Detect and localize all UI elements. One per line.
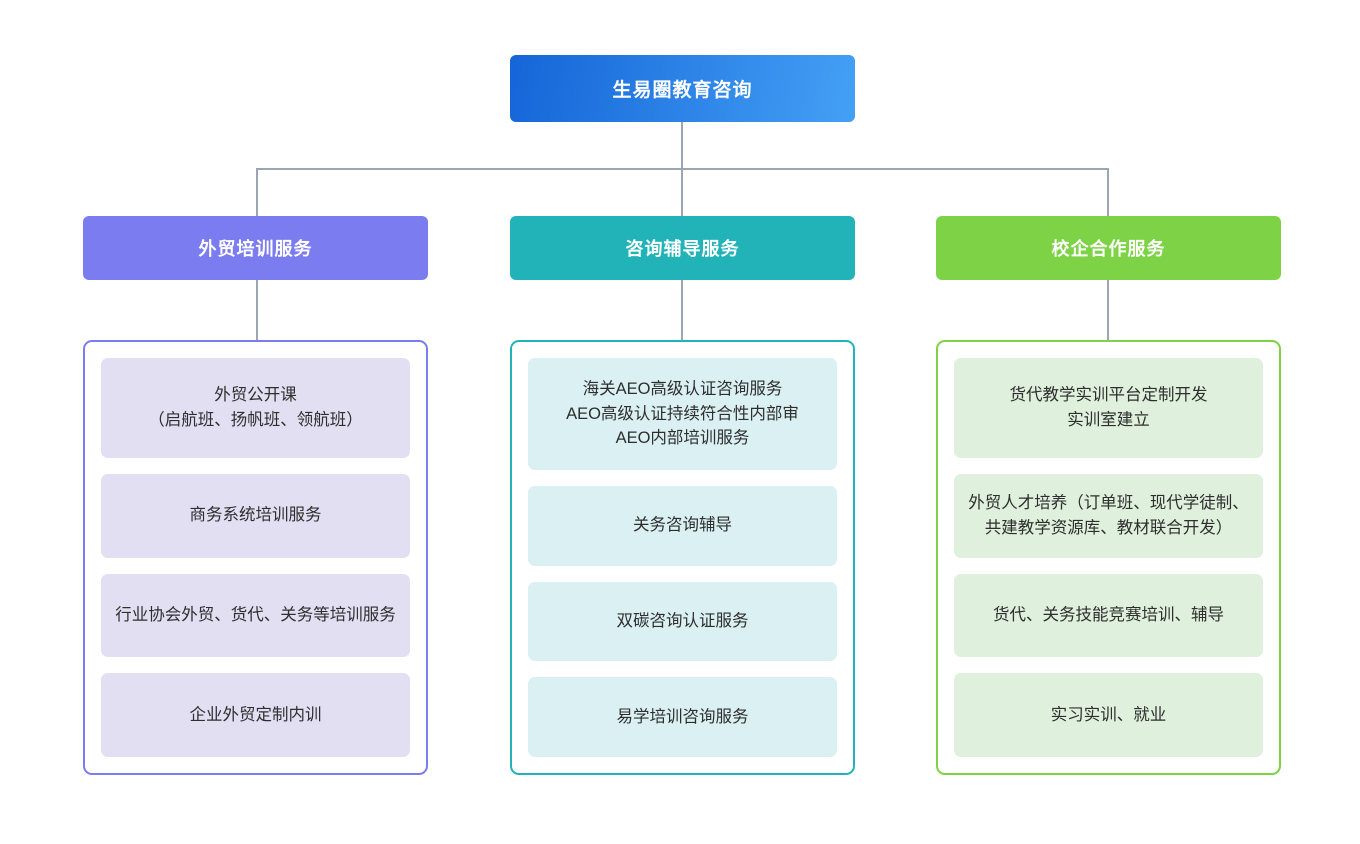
branch-header-label: 校企合作服务 xyxy=(1051,239,1166,259)
branch-header-xiaoqi-hezuo[interactable]: 校企合作服务 xyxy=(936,216,1281,280)
branch-header-label: 外贸培训服务 xyxy=(198,239,313,259)
connector-drop-branch-1 xyxy=(256,168,258,217)
branch-header-label: 咨询辅导服务 xyxy=(625,239,740,259)
root-node-label: 生易圈教育咨询 xyxy=(612,80,753,101)
branch-container-zixun-fudao: 海关AEO高级认证咨询服务 AEO高级认证持续符合性内部审 AEO内部培训服务 … xyxy=(510,340,855,775)
connector-root-stem xyxy=(681,122,683,169)
service-item[interactable]: 行业协会外贸、货代、关务等培训服务 xyxy=(101,573,410,658)
connector-header-to-box-2 xyxy=(681,280,683,341)
connector-header-to-box-1 xyxy=(256,280,258,341)
service-item[interactable]: 外贸人才培养（订单班、现代学徒制、共建教学资源库、教材联合开发） xyxy=(954,474,1263,558)
branch-container-waimao-peixun: 外贸公开课 （启航班、扬帆班、领航班） 商务系统培训服务 行业协会外贸、货代、关… xyxy=(83,340,428,775)
service-item[interactable]: 易学培训咨询服务 xyxy=(528,677,837,757)
service-item[interactable]: 外贸公开课 （启航班、扬帆班、领航班） xyxy=(101,358,410,458)
connector-drop-branch-2 xyxy=(681,168,683,217)
root-node[interactable]: 生易圈教育咨询 xyxy=(510,55,855,122)
service-item[interactable]: 实习实训、就业 xyxy=(954,673,1263,757)
service-item[interactable]: 货代、关务技能竞赛培训、辅导 xyxy=(954,573,1263,658)
service-item[interactable]: 双碳咨询认证服务 xyxy=(528,581,837,662)
connector-drop-branch-3 xyxy=(1107,168,1109,217)
branch-header-waimao-peixun[interactable]: 外贸培训服务 xyxy=(83,216,428,280)
branch-container-xiaoqi-hezuo: 货代教学实训平台定制开发 实训室建立 外贸人才培养（订单班、现代学徒制、共建教学… xyxy=(936,340,1281,775)
connector-header-to-box-3 xyxy=(1107,280,1109,341)
service-item[interactable]: 海关AEO高级认证咨询服务 AEO高级认证持续符合性内部审 AEO内部培训服务 xyxy=(528,358,837,470)
service-item[interactable]: 企业外贸定制内训 xyxy=(101,673,410,757)
service-item[interactable]: 商务系统培训服务 xyxy=(101,474,410,558)
service-item[interactable]: 关务咨询辅导 xyxy=(528,485,837,566)
service-item[interactable]: 货代教学实训平台定制开发 实训室建立 xyxy=(954,358,1263,458)
branch-header-zixun-fudao[interactable]: 咨询辅导服务 xyxy=(510,216,855,280)
